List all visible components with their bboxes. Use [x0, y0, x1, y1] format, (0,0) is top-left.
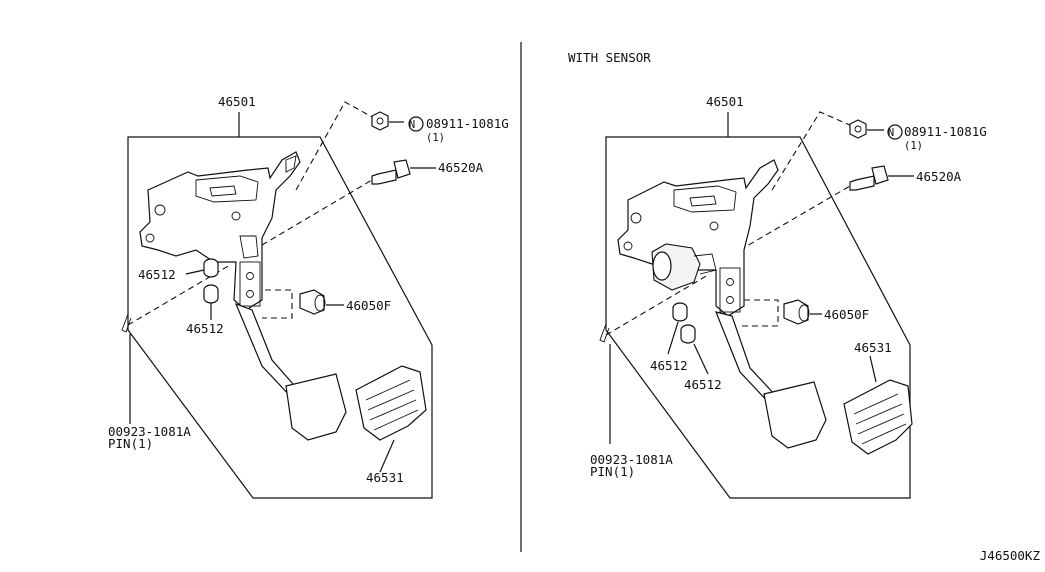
left-pin-part	[121, 313, 132, 333]
right-pedal-plate	[763, 381, 827, 449]
right-pin-part-label: 00923-1081A	[590, 452, 673, 467]
right-stopper-label: 46050F	[824, 307, 869, 322]
right-nut-qty-label: (1)	[904, 140, 923, 152]
right-assembly-label: 46501	[706, 94, 744, 109]
variant-title: WITH SENSOR	[568, 50, 651, 65]
left-pedal-pad	[355, 365, 427, 441]
right-bolt-part	[849, 165, 889, 191]
left-assembly-label: 46501	[218, 94, 256, 109]
left-bolt-dashed	[261, 179, 373, 246]
right-pad-label: 46531	[854, 340, 892, 355]
left-nut-circle-icon	[408, 116, 424, 132]
right-pedal-bracket	[617, 159, 779, 317]
left-stopper-dashed	[255, 289, 293, 319]
right-nut-part	[849, 119, 867, 139]
left-stopper-part	[299, 289, 326, 315]
left-nut-qty-label: (1)	[426, 132, 445, 144]
right-bushing-a-part	[672, 302, 688, 322]
left-stopper-label: 46050F	[346, 298, 391, 313]
right-pedal-sensor	[651, 243, 717, 291]
left-assembly-outline	[127, 136, 433, 499]
left-nut-dashed	[295, 101, 375, 191]
left-bushing-a-label: 46512	[138, 267, 176, 282]
right-nut-symbol: N	[888, 127, 894, 139]
left-nut-symbol: N	[409, 119, 415, 131]
left-pedal-plate	[285, 373, 347, 441]
left-pedal-bracket	[139, 151, 301, 311]
right-stopper-dashed	[740, 299, 779, 327]
right-pin-label: PIN(1)	[590, 464, 635, 479]
right-pin-part	[599, 323, 610, 343]
right-nut-circle-icon	[887, 124, 903, 140]
left-nut-part-label: 08911-1081G	[426, 116, 509, 131]
right-panel: WITH SENSOR	[568, 50, 987, 499]
left-nut-part	[371, 111, 389, 131]
right-nut-dashed	[771, 111, 853, 191]
left-panel: 46501 N 08911-1081G (1) 46520A 46050F 46…	[108, 94, 509, 499]
left-bushing-a-part	[203, 258, 219, 278]
right-nut-part-label: 08911-1081G	[904, 124, 987, 139]
right-bushing-b-part	[680, 324, 696, 344]
right-bushing-b-label: 46512	[684, 377, 722, 392]
right-bolt-label: 46520A	[916, 169, 962, 184]
left-pin-label: PIN(1)	[108, 436, 153, 451]
left-bushing-b-label: 46512	[186, 321, 224, 336]
diagram-code: J46500KZ	[980, 548, 1041, 563]
left-bushing-b-part	[203, 284, 219, 304]
right-pedal-pad	[843, 379, 913, 455]
right-assembly-outline	[605, 136, 911, 499]
left-pad-label: 46531	[366, 470, 404, 485]
left-pin-part-label: 00923-1081A	[108, 424, 191, 439]
right-bushing-a-label: 46512	[650, 358, 688, 373]
right-stopper-part	[783, 299, 810, 325]
left-pedal-arm	[234, 302, 301, 399]
left-bolt-part	[371, 159, 411, 185]
left-bolt-label: 46520A	[438, 160, 484, 175]
right-bolt-dashed	[739, 185, 851, 251]
